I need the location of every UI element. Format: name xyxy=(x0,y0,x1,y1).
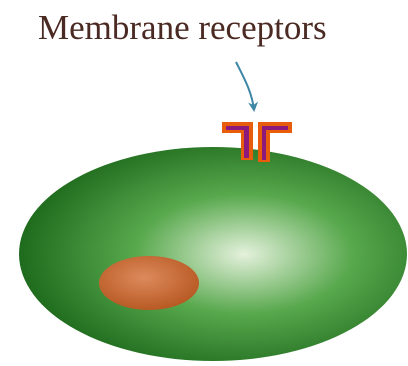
cell-body xyxy=(19,147,407,361)
membrane-receptors-label: Membrane receptors xyxy=(38,6,327,50)
nucleus xyxy=(99,256,199,310)
pointer-arrow xyxy=(236,62,254,110)
